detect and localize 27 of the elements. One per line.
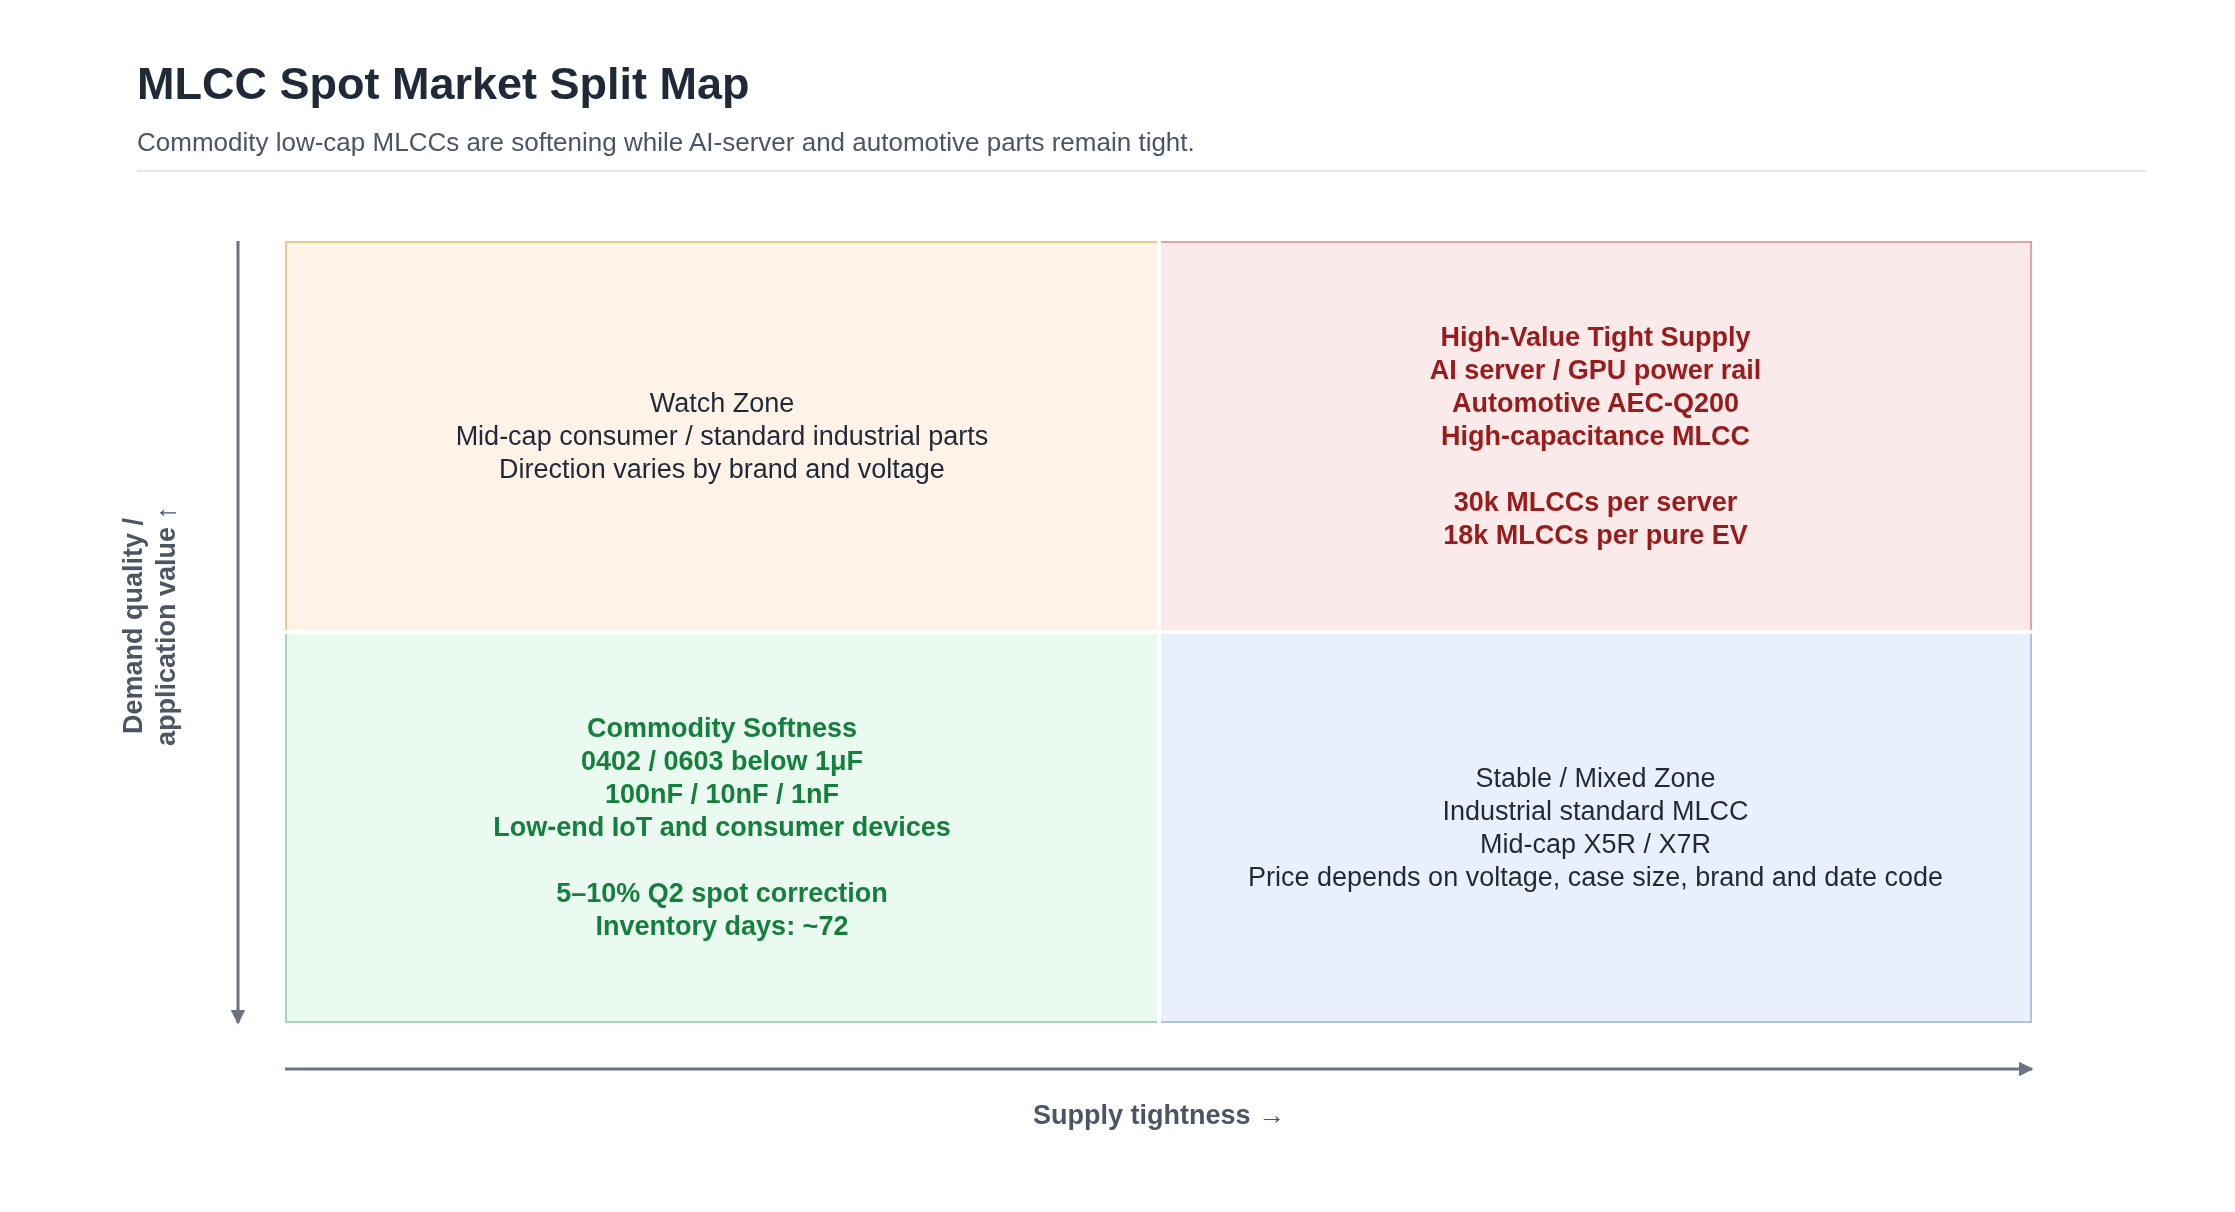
zone-detail: 5–10% Q2 spot correction: [556, 877, 888, 910]
quadrant-panel: [1161, 241, 2032, 630]
diagram-title: MLCC Spot Market Split Map: [137, 58, 750, 110]
axis-label: Demand quality / application value ↑: [117, 504, 182, 749]
zone-detail: Inventory days: ~72: [595, 910, 849, 943]
quadrant-panel: [285, 634, 1157, 1023]
zone-detail: Automotive AEC-Q200: [1451, 387, 1739, 420]
subtitle-text: Commodity low-cap MLCCs are softening while AI-server and automotive parts remain tight.: [137, 127, 1195, 158]
zone-detail: Mid-cap consumer / standard industrial parts: [455, 420, 989, 453]
zone-detail: 100nF / 10nF / 1nF: [604, 778, 840, 811]
zone-detail: High-capacitance MLCC: [1440, 420, 1751, 453]
zone-detail: Direction varies by brand and voltage: [499, 453, 945, 486]
zone-detail: 30k MLCCs per server: [1453, 486, 1738, 519]
zone-heading: Watch Zone: [649, 387, 795, 420]
zone-detail: Price depends on voltage, case size, brand and date code: [1248, 860, 1943, 894]
quadrant-panel: [1161, 634, 2032, 1023]
zone-detail: AI server / GPU power rail: [1429, 354, 1762, 387]
zone-detail: 18k MLCCs per pure EV: [1443, 519, 1748, 552]
zone-detail: Low-end IoT and consumer devices: [493, 811, 951, 844]
quadrant-panel: [285, 241, 1157, 630]
zone-heading: Commodity Softness: [587, 712, 857, 745]
zone-detail: Mid-cap X5R / X7R: [1479, 827, 1712, 861]
axis-label: Supply tightness →: [1032, 1100, 1286, 1131]
zone-detail: 0402 / 0603 below 1μF: [580, 745, 864, 778]
zone-heading: High-Value Tight Supply: [1440, 321, 1751, 354]
zone-detail: Industrial standard MLCC: [1442, 794, 1749, 828]
zone-heading: Stable / Mixed Zone: [1475, 761, 1716, 795]
